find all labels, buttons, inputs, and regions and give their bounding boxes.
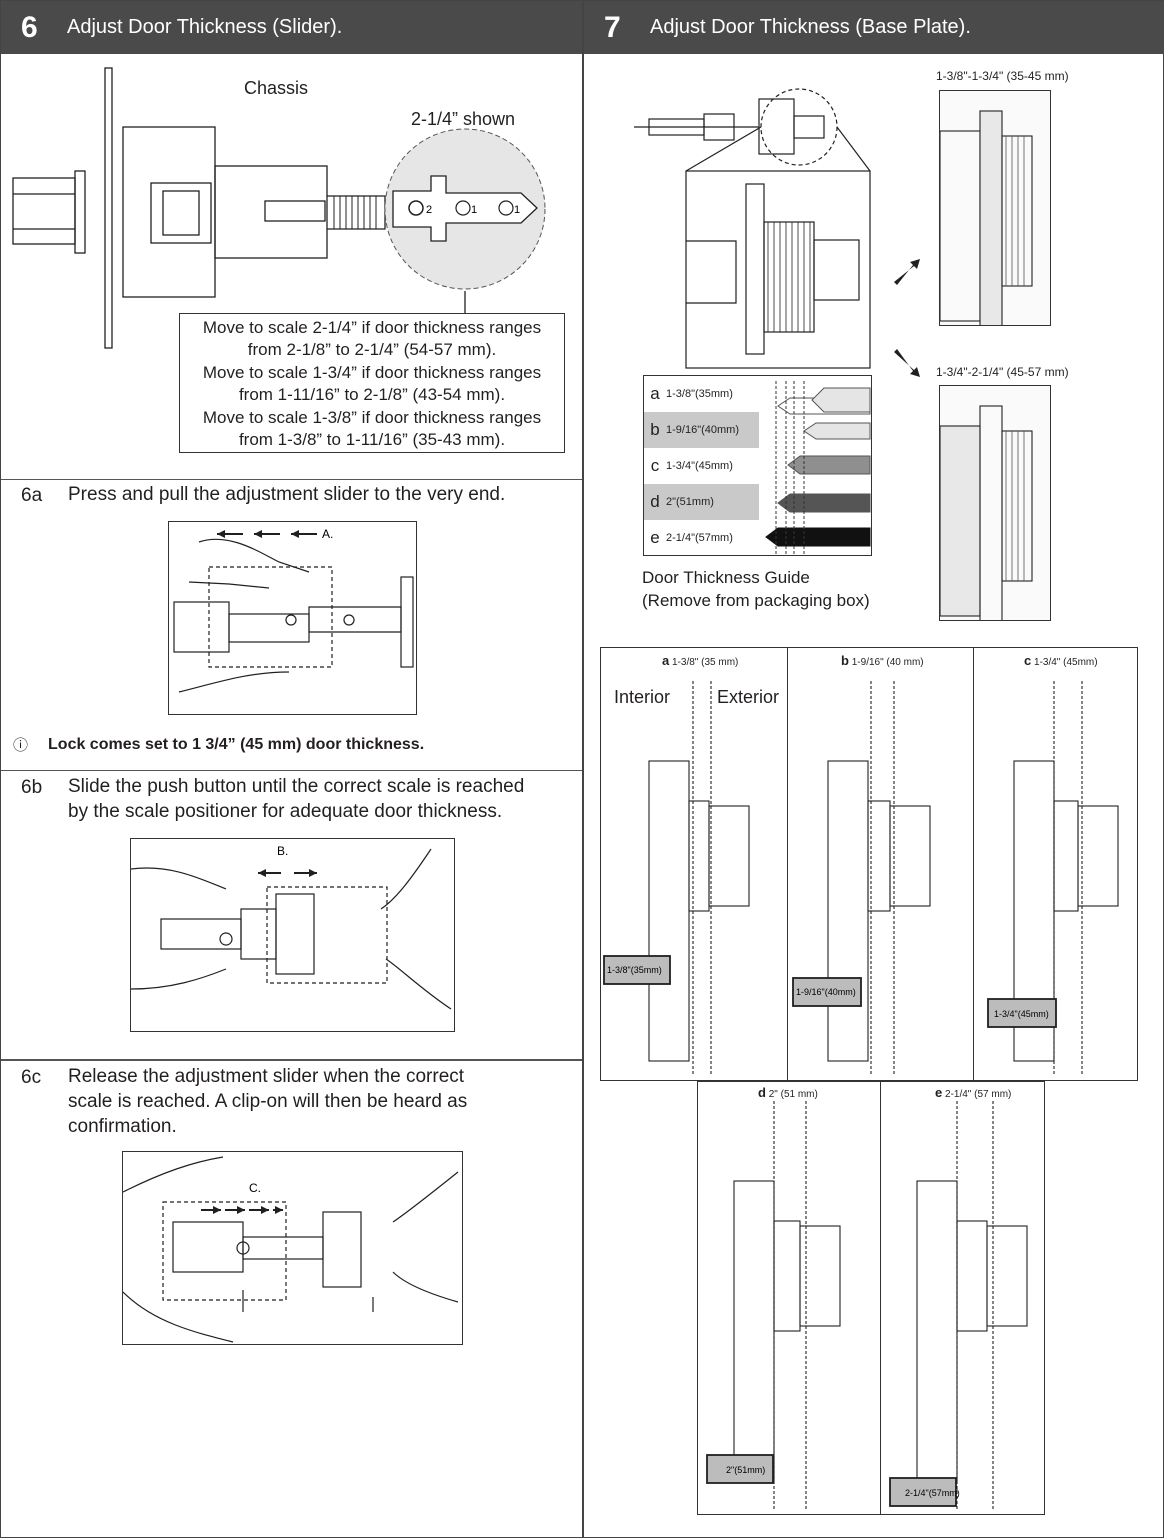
range-drawing-1	[939, 90, 1051, 326]
guide-letter: c	[650, 456, 660, 475]
guide-row-a: a 1-3/8"(35mm)	[644, 376, 759, 412]
callout-line: Move to scale 1-3/4” if door thickness r…	[202, 362, 542, 382]
guide-caption-2: (Remove from packaging box)	[642, 591, 870, 610]
guide-row-e: e 2-1/4"(57mm)	[644, 520, 759, 556]
panel-c-highlight: 1-3/4"(45mm)	[994, 1009, 1049, 1019]
step-6-header: 6 Adjust Door Thickness (Slider).	[1, 1, 582, 54]
panel-a-drawing: 1-3/8"(35mm)	[603, 681, 750, 1076]
step-6-number: 6	[21, 10, 38, 44]
figure-a-label: A.	[322, 527, 333, 541]
default-setting-note: ⓘ Lock comes set to 1 3/4” (45 mm) door …	[13, 734, 424, 755]
guide-row-b: b 1-9/16"(40mm)	[644, 412, 759, 448]
step-6a-text: Press and pull the adjustment slider to …	[68, 484, 506, 505]
panel-c-drawing: 1-3/4"(45mm)	[987, 681, 1119, 1076]
scale-mark-1b: 1	[514, 204, 520, 216]
scale-callout: Move to scale 2-1/4” if door thickness r…	[179, 313, 565, 453]
figure-c: C.	[122, 1151, 463, 1345]
panel-e-highlight: 2-1/4"(57mm)	[905, 1488, 960, 1498]
step-6c-text-2: scale is reached. A clip-on will then be…	[68, 1091, 468, 1112]
guide-arrows	[765, 381, 871, 556]
panel-d-dim: d 2" (51 mm)	[758, 1085, 818, 1100]
panel-a-dim-text: 1-3/8" (35 mm)	[672, 657, 739, 668]
note-text: Lock comes set to 1 3/4” (45 mm) door th…	[48, 735, 425, 753]
panel-d-letter: d	[758, 1085, 766, 1100]
guide-letter: b	[650, 420, 660, 439]
panel-divider	[973, 647, 974, 1081]
step-6-title: Adjust Door Thickness (Slider).	[67, 16, 343, 38]
scale-mark-2: 2	[426, 204, 432, 216]
step-6b-label: 6b	[21, 777, 43, 798]
guide-value: 1-3/8"(35mm)	[666, 388, 733, 400]
base-plate-overview	[634, 88, 920, 377]
interior-label: Interior	[614, 687, 671, 707]
divider-6b	[1, 770, 582, 771]
guide-caption-1: Door Thickness Guide	[642, 568, 810, 587]
panel-c-dim-text: 1-3/4" (45mm)	[1034, 657, 1098, 668]
panel-e-letter: e	[935, 1085, 943, 1100]
chassis-label: Chassis	[244, 78, 309, 98]
step-6b-text-1: Slide the push button until the correct …	[68, 776, 525, 797]
shown-label: 2-1/4” shown	[411, 109, 516, 129]
step-7-title: Adjust Door Thickness (Base Plate).	[650, 16, 971, 38]
guide-row-d: d 2"(51mm)	[644, 484, 759, 520]
step-6a-label: 6a	[21, 485, 43, 506]
step-6c-text-1: Release the adjustment slider when the c…	[68, 1066, 465, 1087]
info-icon: ⓘ	[13, 737, 29, 754]
scale-mark-1a: 1	[471, 204, 477, 216]
door-thickness-guide: a 1-3/8"(35mm) b 1-9/16"(40mm) c 1-3/4"(…	[643, 375, 872, 556]
panel-b-highlight: 1-9/16"(40mm)	[796, 987, 856, 997]
figure-b: B.	[130, 838, 455, 1032]
step-6c-label: 6c	[21, 1067, 42, 1088]
step-7-header: 7 Adjust Door Thickness (Base Plate).	[584, 1, 1164, 54]
guide-letter: d	[650, 492, 660, 511]
panel-divider	[787, 647, 788, 1081]
panel-d-highlight: 2"(51mm)	[726, 1465, 765, 1475]
range-label-2: 1-3/4"-2-1/4" (45-57 mm)	[936, 365, 1069, 379]
range-drawing-2	[939, 385, 1051, 621]
panel-c-letter: c	[1024, 653, 1032, 668]
panel-b-dim-text: 1-9/16" (40 mm)	[851, 657, 924, 668]
callout-line: Move to scale 2-1/4” if door thickness r…	[202, 318, 542, 337]
panel-b-dim: b 1-9/16" (40 mm)	[841, 653, 924, 668]
panel-a-letter: a	[662, 653, 670, 668]
figure-c-label: C.	[249, 1181, 261, 1195]
guide-value: 2"(51mm)	[666, 496, 714, 508]
guide-value: 2-1/4"(57mm)	[666, 532, 733, 544]
panel-b-drawing: 1-9/16"(40mm)	[792, 681, 931, 1076]
panel-d-dim-text: 2" (51 mm)	[768, 1089, 818, 1100]
exterior-label: Exterior	[717, 687, 780, 707]
callout-line: Move to scale 1-3/8” if door thickness r…	[202, 407, 542, 427]
callout-line: from 2-1/8” to 2-1/4” (54-57 mm).	[247, 340, 497, 360]
range-label-1: 1-3/8"-1-3/4" (35-45 mm)	[936, 69, 1069, 83]
figure-a: A.	[168, 521, 417, 715]
figure-b-label: B.	[277, 844, 288, 858]
panel-a-dim: a 1-3/8" (35 mm)	[662, 653, 738, 668]
panel-b-letter: b	[841, 653, 849, 668]
callout-line: from 1-11/16” to 2-1/8” (43-54 mm).	[238, 385, 506, 405]
callout-line: from 1-3/8” to 1-11/16” (35-43 mm).	[238, 430, 506, 450]
panel-c-dim: c 1-3/4" (45mm)	[1024, 653, 1098, 668]
step-6b-text-2: by the scale positioner for adequate doo…	[68, 801, 503, 822]
chassis-drawing: 2 1 1	[12, 67, 546, 349]
guide-letter: a	[650, 384, 660, 403]
panel-e-drawing: 2-1/4"(57mm)	[889, 1101, 1028, 1511]
panel-divider	[880, 1081, 881, 1515]
panel-d-drawing: 2"(51mm)	[706, 1101, 841, 1511]
guide-value: 1-9/16"(40mm)	[666, 424, 739, 436]
panel-e-dim-text: 2-1/4" (57 mm)	[945, 1089, 1012, 1100]
step-6c-text-3: confirmation.	[68, 1116, 177, 1137]
guide-row-c: c 1-3/4"(45mm)	[644, 448, 759, 484]
divider-6c	[1, 1059, 582, 1061]
guide-value: 1-3/4"(45mm)	[666, 460, 733, 472]
divider-6a	[1, 479, 582, 480]
panel-a-highlight: 1-3/8"(35mm)	[607, 965, 662, 975]
panel-e-dim: e 2-1/4" (57 mm)	[935, 1085, 1011, 1100]
guide-letter: e	[650, 528, 660, 547]
step-7-number: 7	[604, 10, 621, 44]
column-divider	[582, 1, 584, 1538]
